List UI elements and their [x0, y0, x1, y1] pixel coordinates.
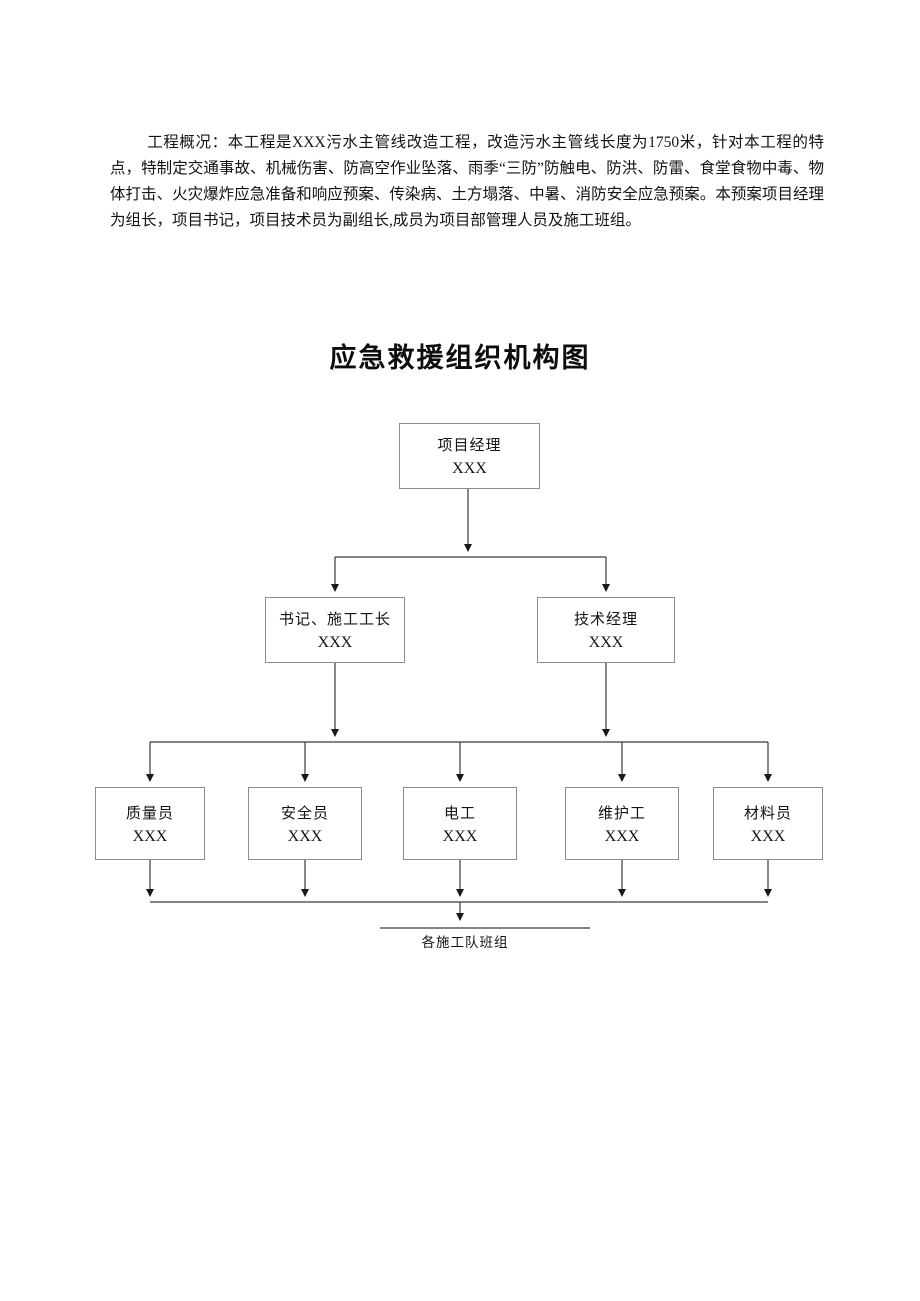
- node-name: XXX: [452, 460, 487, 477]
- node-title: 安全员: [280, 805, 329, 822]
- org-node-quality-officer: 质量员 XXX: [95, 787, 205, 860]
- org-node-maintenance-worker: 维护工 XXX: [565, 787, 679, 860]
- node-name: XXX: [287, 827, 323, 845]
- node-name: XXX: [750, 827, 786, 845]
- node-title: 质量员: [125, 805, 174, 822]
- node-title: 技术经理: [573, 612, 638, 628]
- node-name: XXX: [604, 827, 640, 845]
- node-title: 维护工: [597, 805, 646, 822]
- node-title: 材料员: [743, 805, 792, 822]
- org-node-electrician: 电工 XXX: [403, 787, 517, 860]
- org-node-project-manager: 项目经理 XXX: [399, 423, 540, 489]
- overview-paragraph: 工程概况：本工程是XXX污水主管线改造工程，改造污水主管线长度为1750米，针对…: [110, 134, 824, 229]
- node-name: XXX: [132, 827, 168, 845]
- node-name: XXX: [588, 634, 624, 651]
- org-node-safety-officer: 安全员 XXX: [248, 787, 362, 860]
- node-name: XXX: [317, 634, 353, 651]
- org-node-secretary-foreman: 书记、施工工长 XXX: [265, 597, 405, 663]
- node-name: XXX: [442, 827, 478, 845]
- org-node-technical-manager: 技术经理 XXX: [537, 597, 675, 663]
- node-title: 项目经理: [437, 438, 502, 454]
- node-title: 电工: [443, 805, 476, 822]
- diagram-title: 应急救援组织机构图: [329, 343, 591, 373]
- org-node-material-officer: 材料员 XXX: [713, 787, 823, 860]
- construction-teams-label: 各施工队班组: [421, 935, 509, 950]
- node-title: 书记、施工工长: [278, 612, 391, 628]
